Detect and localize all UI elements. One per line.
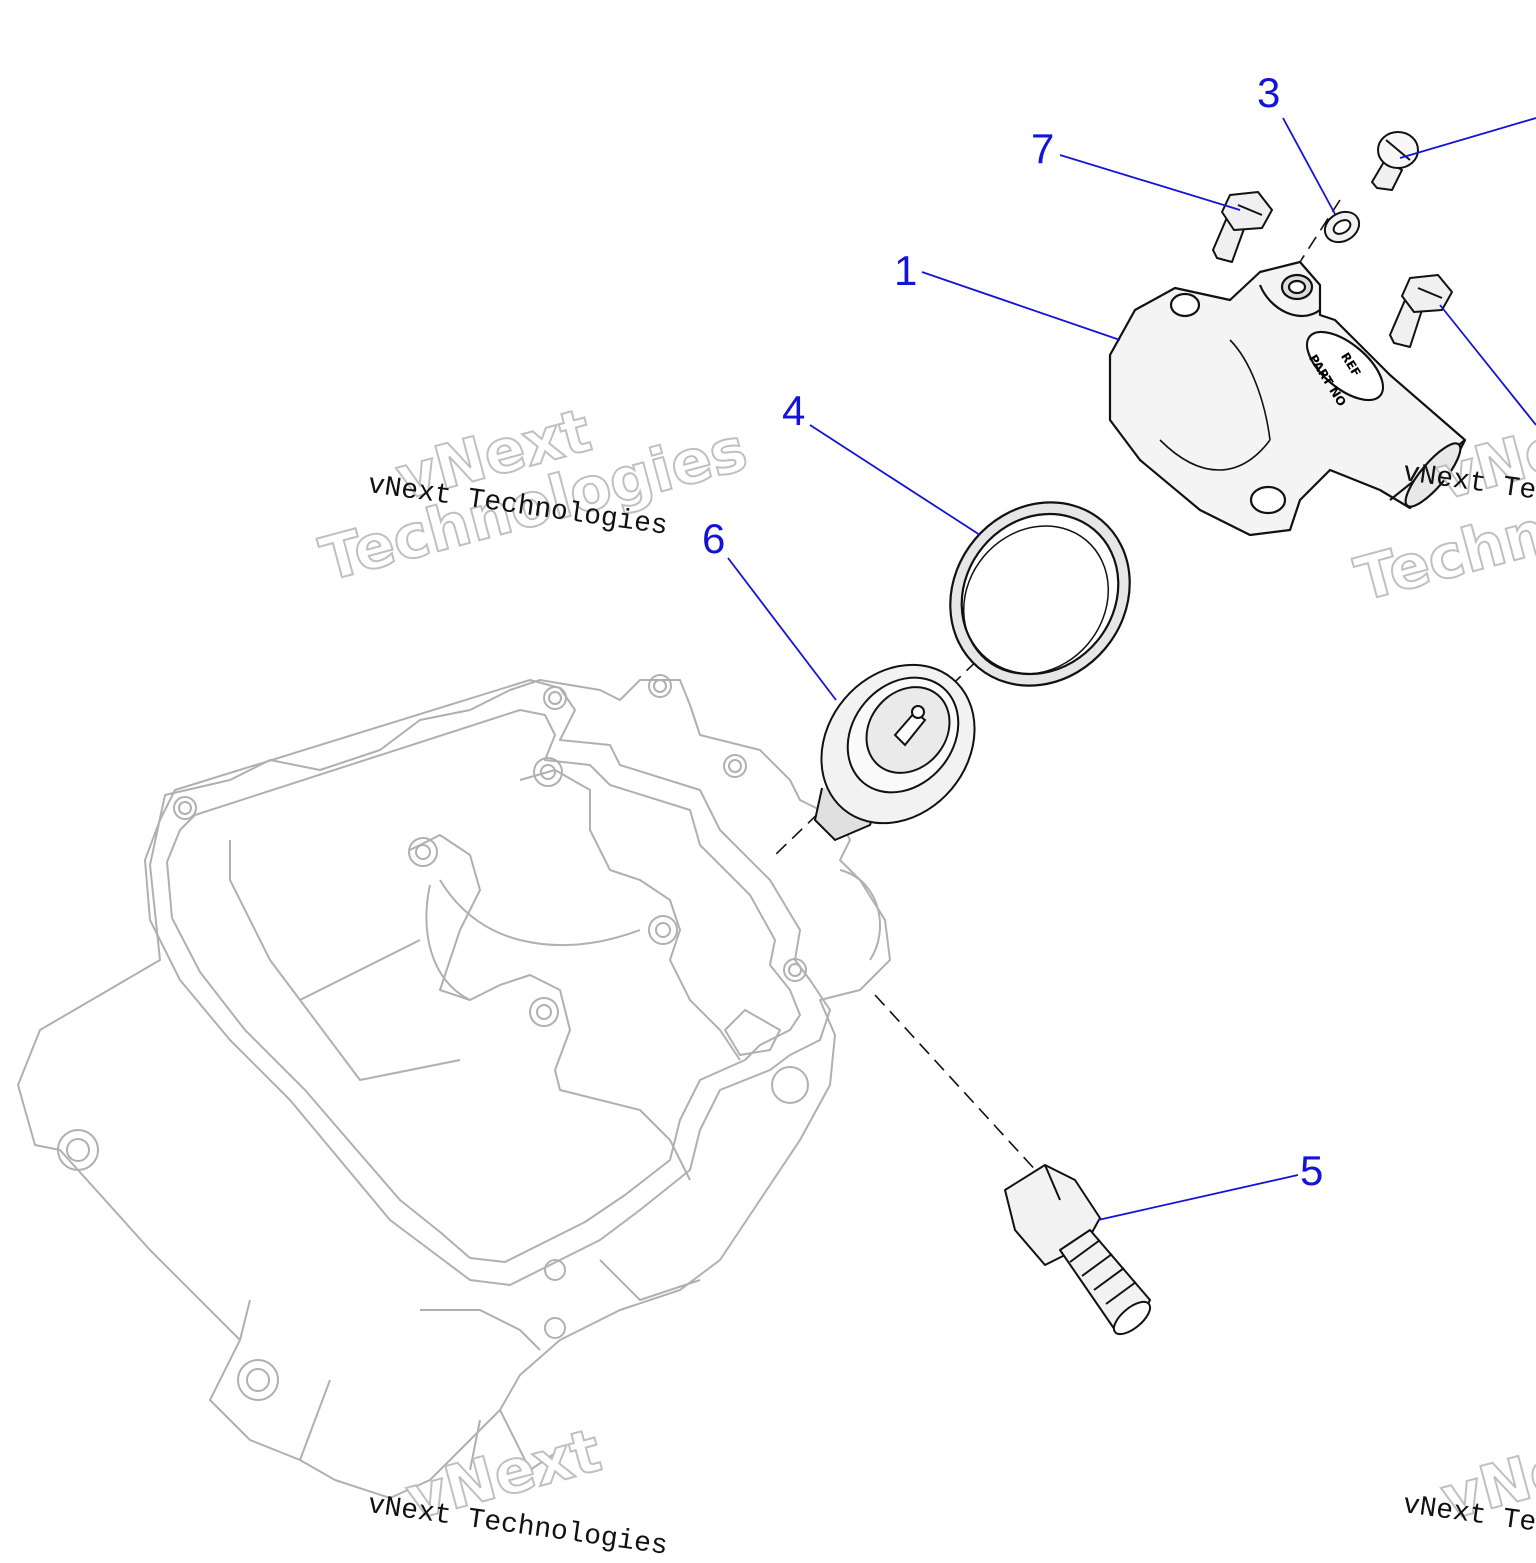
callout-3: 3 <box>1257 69 1281 116</box>
thermostat-housing <box>1108 260 1467 537</box>
flange-bolt-2 <box>1389 274 1453 348</box>
cylinder-head-outline <box>17 674 891 1499</box>
callout-6: 6 <box>702 515 726 562</box>
hose-barb-fitting <box>1004 1164 1152 1336</box>
callout-5: 5 <box>1300 1147 1324 1194</box>
leader-lines <box>727 117 1536 1221</box>
sealing-washer <box>1323 210 1361 244</box>
callout-1: 1 <box>894 247 918 294</box>
bleed-screw <box>1371 131 1419 191</box>
callout-7: 7 <box>1031 125 1055 172</box>
o-ring-seal <box>949 501 1131 687</box>
callout-4: 4 <box>782 387 806 434</box>
flange-bolt-7 <box>1212 191 1273 263</box>
thermostat <box>813 663 976 842</box>
